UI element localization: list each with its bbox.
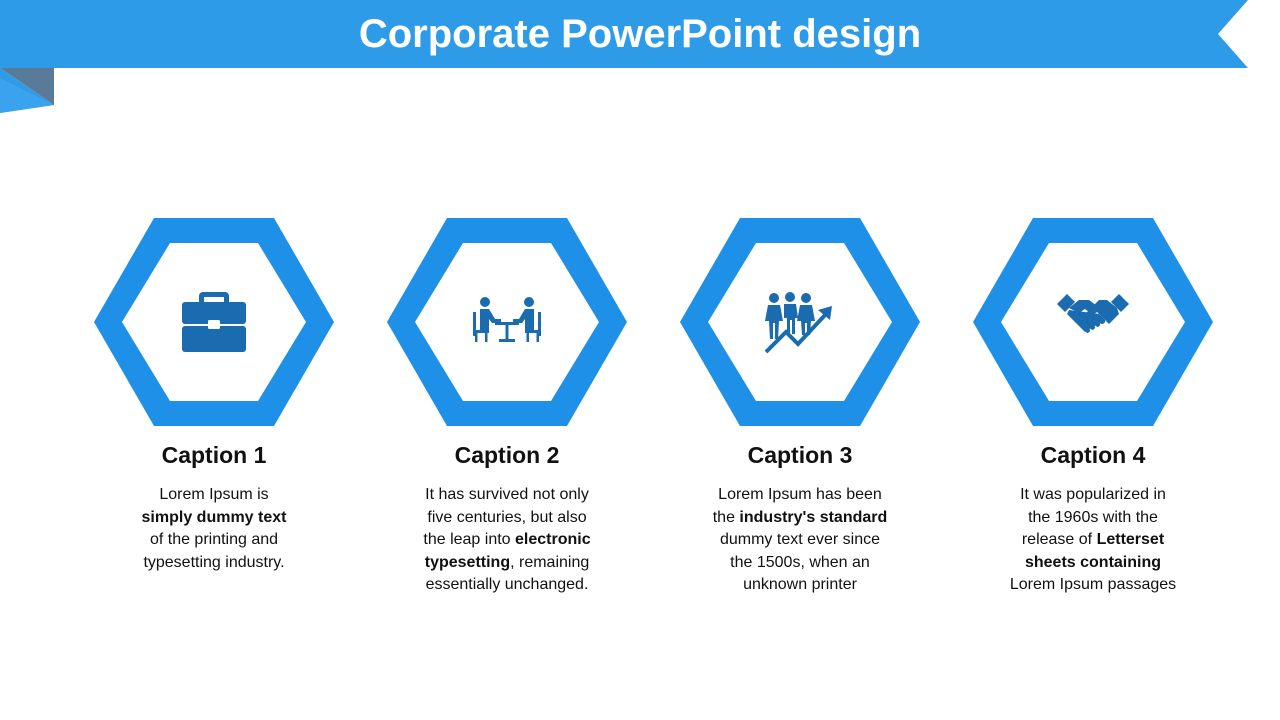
- ribbon-fold: [0, 68, 54, 113]
- handshake-icon: [1057, 294, 1129, 336]
- caption-title: Caption 3: [747, 442, 853, 468]
- page-title: Corporate PowerPoint design: [358, 12, 922, 56]
- caption-description: It has survived not only five centuries,…: [423, 486, 591, 593]
- caption-description: Lorem Ipsum is simply dummy text of the …: [141, 486, 287, 571]
- caption-description: Lorem Ipsum has been the industry's stan…: [712, 486, 888, 593]
- caption-title: Caption 1: [161, 442, 267, 468]
- caption-title: Caption 2: [454, 442, 560, 468]
- title-banner: [0, 0, 1248, 68]
- meeting-icon: [473, 297, 541, 342]
- briefcase-icon: [182, 292, 246, 352]
- caption-description: It was popularized in the 1960s with the…: [1009, 486, 1177, 593]
- hexagon-frame: [680, 218, 920, 426]
- team-growth-icon: [764, 292, 832, 354]
- caption-title: Caption 4: [1040, 442, 1146, 468]
